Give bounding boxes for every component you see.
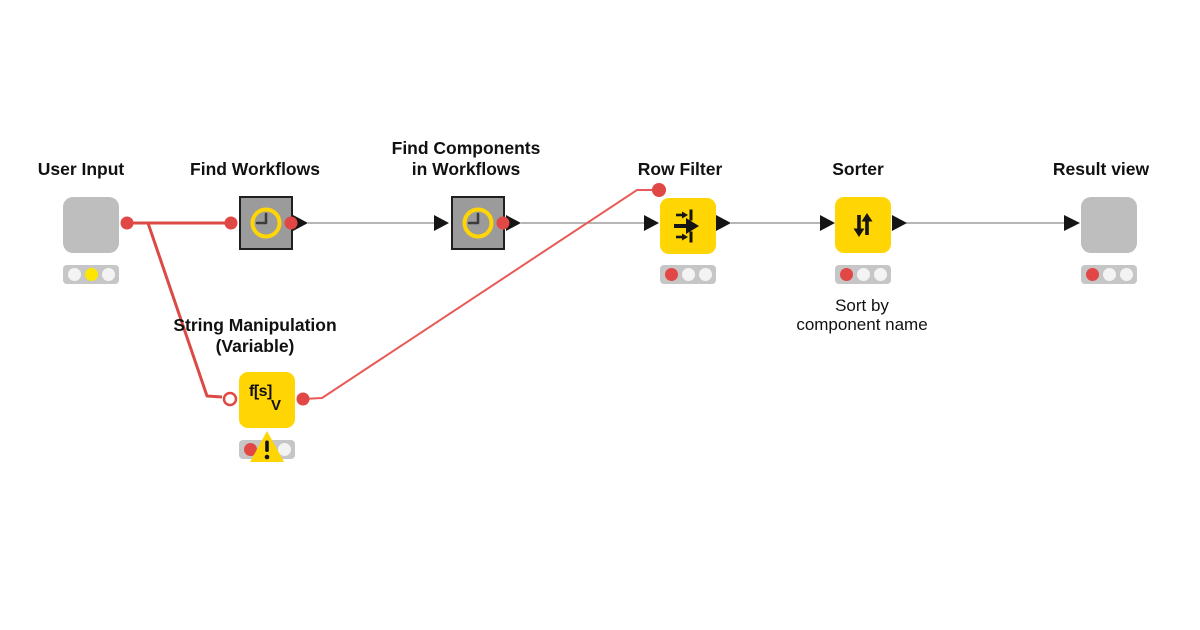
status-light <box>698 268 712 281</box>
traffic-light-result-view <box>1081 265 1137 284</box>
status-light <box>243 443 257 456</box>
status-light <box>84 268 98 281</box>
string-manipulation-variable-icon: f[s] V <box>239 372 295 428</box>
status-light <box>1085 268 1099 281</box>
node-user-input[interactable] <box>63 197 119 253</box>
flowvar-port-row-filter[interactable] <box>652 183 666 197</box>
status-light <box>1119 268 1133 281</box>
status-light <box>67 268 81 281</box>
status-light <box>873 268 887 281</box>
output-port-find-components-dot[interactable] <box>496 216 510 230</box>
clock-icon <box>462 207 494 239</box>
node-label-string-manipulation: String Manipulation (Variable) <box>173 315 337 356</box>
node-label-find-components: Find Components in Workflows <box>391 138 541 179</box>
output-port-find-workflows-dot[interactable] <box>284 216 298 230</box>
output-port-find-workflows-triangle[interactable] <box>293 215 308 231</box>
input-port-find-components[interactable] <box>434 215 449 231</box>
node-label-user-input: User Input <box>37 159 125 179</box>
status-light <box>1102 268 1116 281</box>
output-port-user-input[interactable] <box>120 216 134 230</box>
node-label-row-filter: Row Filter <box>637 159 723 179</box>
warning-icon <box>249 429 285 469</box>
node-result-view[interactable] <box>1081 197 1137 253</box>
status-light <box>664 268 678 281</box>
output-port-find-components-triangle[interactable] <box>506 215 521 231</box>
row-filter-icon <box>674 209 699 243</box>
connection-userinput-stringmanipulation[interactable] <box>146 222 223 399</box>
traffic-light-sorter <box>835 265 891 284</box>
status-light <box>277 443 291 456</box>
input-port-row-filter[interactable] <box>644 215 659 231</box>
input-port-sorter[interactable] <box>820 215 835 231</box>
variable-v-glyph: V <box>271 397 282 414</box>
node-find-components[interactable] <box>451 196 505 250</box>
traffic-light-user-input <box>63 265 119 284</box>
status-light <box>101 268 115 281</box>
node-label-sorter: Sorter <box>832 159 884 179</box>
connection-stringmanipulation-rowfilter[interactable] <box>302 189 658 400</box>
output-port-sorter[interactable] <box>892 215 907 231</box>
node-label-find-workflows: Find Workflows <box>190 159 320 179</box>
status-light <box>856 268 870 281</box>
input-port-result-view[interactable] <box>1064 215 1080 231</box>
clock-icon <box>250 207 282 239</box>
fs-glyph: f[s] <box>249 383 272 400</box>
node-string-manipulation[interactable]: f[s] V <box>239 372 295 428</box>
node-row-filter[interactable] <box>660 198 716 254</box>
traffic-light-row-filter <box>660 265 716 284</box>
sorter-icon <box>853 213 873 237</box>
output-port-row-filter[interactable] <box>716 215 731 231</box>
output-port-string-manipulation[interactable] <box>296 392 310 406</box>
node-sorter[interactable] <box>835 197 891 253</box>
status-light <box>839 268 853 281</box>
input-port-string-manipulation[interactable] <box>222 391 238 407</box>
input-port-find-workflows[interactable] <box>224 216 238 230</box>
status-light <box>681 268 695 281</box>
node-label-result-view: Result view <box>1052 159 1150 179</box>
node-annotation-sorter: Sort by component name <box>796 296 928 334</box>
